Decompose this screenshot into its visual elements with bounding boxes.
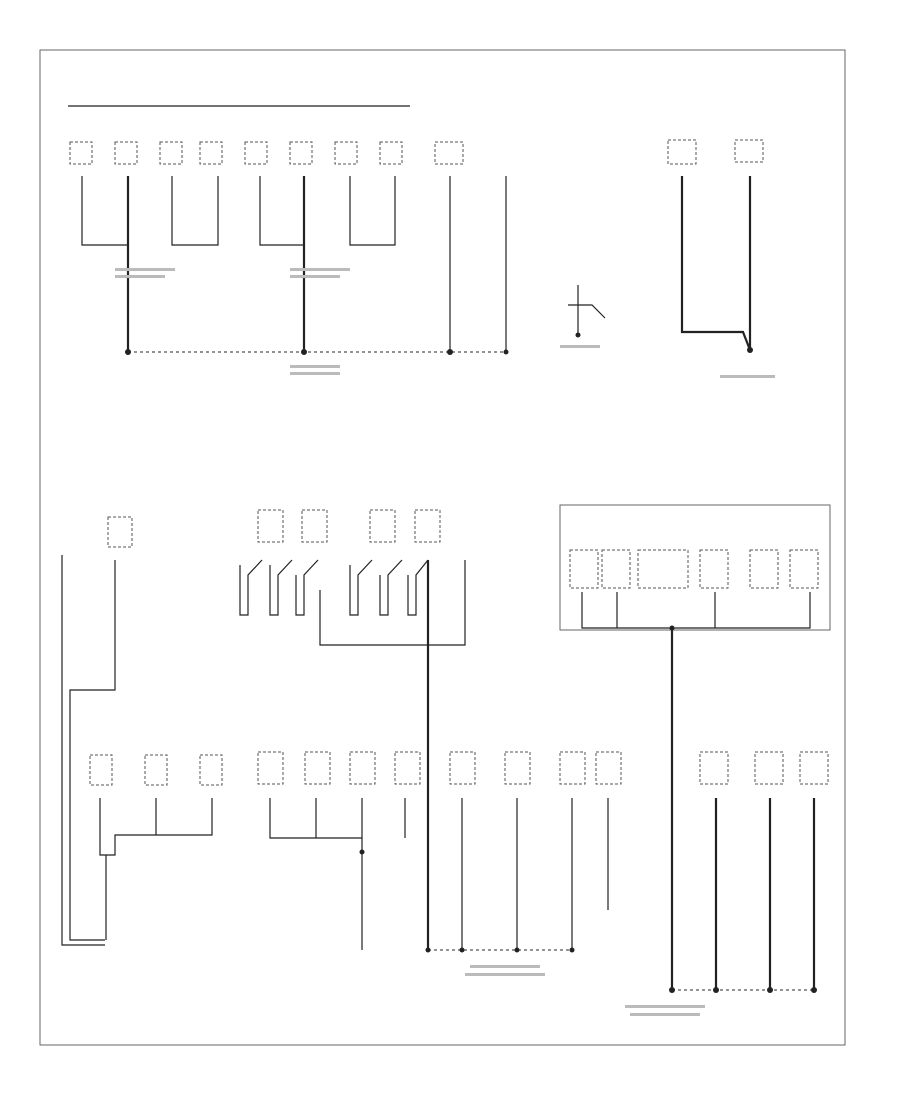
top-left-ground-group [68,105,509,375]
left-middle-group [61,516,133,946]
center-ground-symbol [560,285,606,348]
bottom-ground-bus [425,751,622,976]
center-middle-group [239,509,466,950]
right-middle-module [559,504,831,990]
bottom-center-group [257,751,421,950]
diagram-border [39,49,846,1046]
bottom-left-group [89,754,223,940]
bottom-right-group [625,751,829,1016]
top-right-ground-group [667,139,775,378]
